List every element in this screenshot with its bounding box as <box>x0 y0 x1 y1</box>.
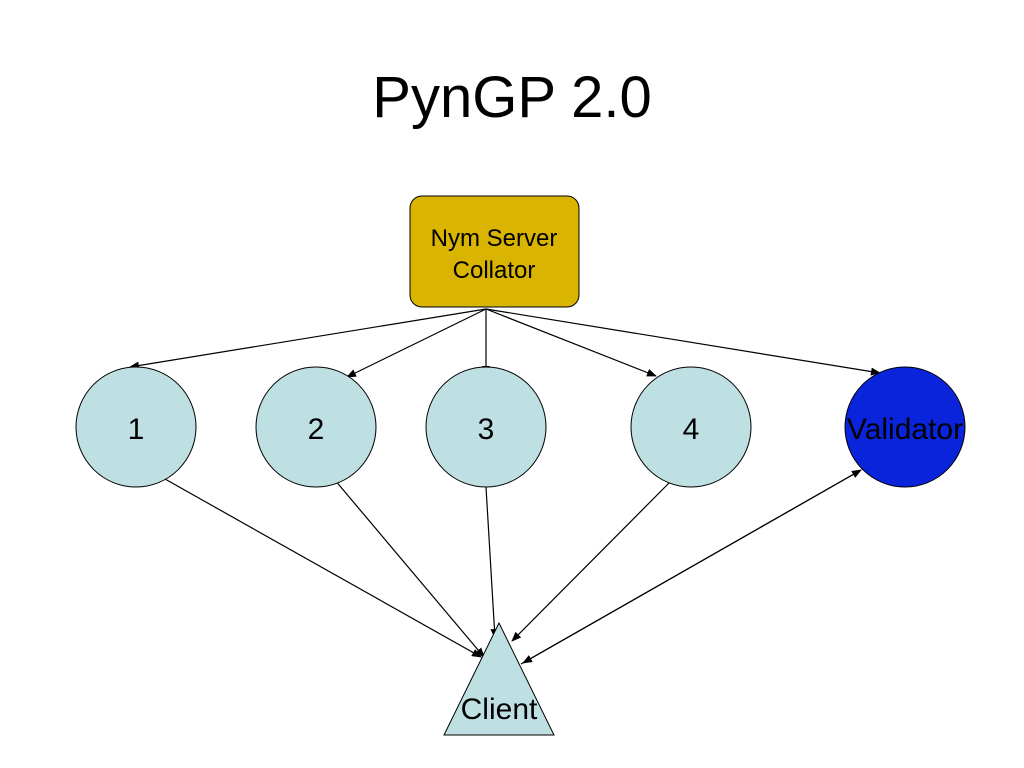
server-label-1: 1 <box>128 413 145 446</box>
arrow-1-to-client <box>164 478 482 658</box>
server-label-2: 2 <box>308 413 325 446</box>
arrow-collator-to-validator <box>485 308 881 376</box>
server-circle-1 <box>75 366 197 488</box>
collator-node: Nym Server Collator <box>409 195 580 308</box>
collator-box <box>409 195 580 308</box>
server-node-1: 1 <box>75 366 197 488</box>
collator-line1: Nym Server <box>431 225 558 252</box>
client-node: Client <box>443 621 555 736</box>
server-node-4: 4 <box>630 366 752 488</box>
arrow-4-to-client <box>511 478 674 642</box>
server-label-4: 4 <box>683 413 700 446</box>
server-circle-2 <box>255 366 377 488</box>
arrow-validator-to-client <box>522 469 862 664</box>
client-arrows <box>164 469 862 665</box>
arrow-collator-to-4 <box>485 308 657 377</box>
collator-line2: Collator <box>453 257 536 284</box>
collator-arrows <box>129 308 881 378</box>
server-circle-4 <box>630 366 752 488</box>
slide-title: PynGP 2.0 <box>372 65 652 130</box>
validator-circle <box>844 366 966 488</box>
validator-node: Validator <box>844 366 966 488</box>
server-circle-3 <box>425 366 547 488</box>
client-triangle <box>443 621 555 736</box>
server-node-2: 2 <box>255 366 377 488</box>
validator-label: Validator <box>847 413 963 446</box>
arrow-3-to-client <box>485 486 499 639</box>
server-node-3: 3 <box>425 366 547 488</box>
client-label: Client <box>461 693 538 726</box>
arrow-collator-to-1 <box>129 308 487 370</box>
arrow-collator-to-2 <box>346 308 487 378</box>
server-label-3: 3 <box>478 413 495 446</box>
arrow-2-to-client <box>333 478 485 658</box>
